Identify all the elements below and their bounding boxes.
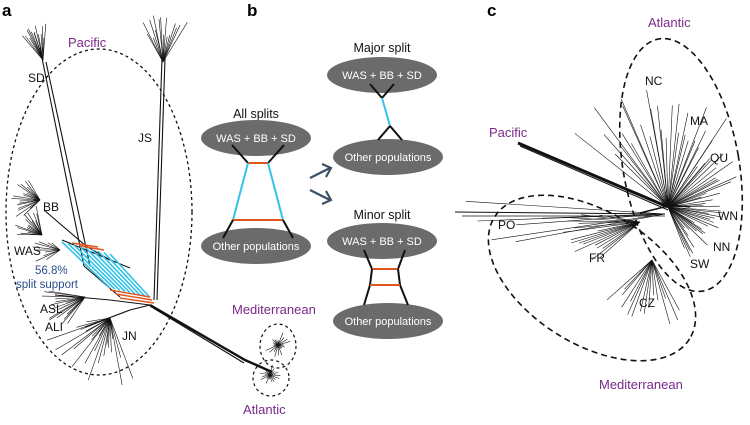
- highlighted-split-edges: [61, 241, 151, 299]
- panel-c: c Atlantic Pacific Mediterranean NC MA Q…: [454, 1, 744, 392]
- major-top-pill-label: WAS + BB + SD: [342, 70, 422, 82]
- minor-bottom-pill: [333, 303, 443, 339]
- major-bottom-pill-label: Other populations: [345, 152, 432, 164]
- all-bottom-pill: [201, 228, 311, 264]
- atlantic-ellipse-c: [618, 37, 744, 293]
- pacific-label-a: Pacific: [68, 35, 107, 50]
- sd-branch-fan: [22, 23, 47, 61]
- mediterranean-label-c: Mediterranean: [599, 377, 683, 392]
- mediterranean-ellipse-c: [487, 194, 697, 362]
- pacific-label-c: Pacific: [489, 125, 528, 140]
- split-support-caption: split support: [16, 279, 79, 291]
- pop-label-bb: BB: [43, 200, 59, 214]
- major-split-diagram: [369, 83, 403, 141]
- all-splits-diagram: [222, 144, 294, 239]
- minor-split-title: Minor split: [354, 208, 411, 222]
- major-top-pill: [327, 57, 437, 93]
- po-branch-fan: [465, 201, 666, 242]
- pop-label-sw: SW: [690, 257, 710, 271]
- mediterranean-ellipse: [259, 323, 297, 369]
- minor-top-pill: [327, 223, 437, 259]
- qu-branch-fan: [667, 153, 737, 208]
- all-right-major-edge: [267, 162, 284, 221]
- pop-label-ma: MA: [690, 114, 708, 128]
- pop-label-jn: JN: [122, 329, 137, 343]
- mediterranean-label-a: Mediterranean: [232, 302, 316, 317]
- all-top-pill-label: WAS + BB + SD: [216, 133, 296, 145]
- all-bottom-pill-label: Other populations: [213, 241, 300, 253]
- pop-label-qu: QU: [710, 151, 728, 165]
- pop-label-asl: ASL: [40, 302, 63, 316]
- split-support-value: 56.8%: [35, 265, 68, 277]
- sw-branch-fan: [667, 206, 708, 257]
- major-bottom-pill: [333, 139, 443, 175]
- major-split-title: Major split: [354, 41, 411, 55]
- cz-branch-fan: [606, 259, 680, 324]
- minor-top-pill-label: WAS + BB + SD: [342, 236, 422, 248]
- minor-split-diagram: [363, 249, 409, 306]
- was-branch-fan: [15, 205, 43, 236]
- pop-label-js: JS: [138, 131, 152, 145]
- ma-branch-fan: [660, 103, 727, 208]
- atlantic-ellipse-a: [252, 359, 290, 397]
- bb-branch-fan: [11, 180, 41, 217]
- panel-a-letter: a: [2, 1, 12, 20]
- asl-branch-fan: [42, 290, 86, 324]
- atlantic-label-a: Atlantic: [243, 402, 286, 417]
- pop-label-cz: CZ: [639, 296, 655, 310]
- pop-label-was: WAS: [14, 244, 41, 258]
- pop-label-nc: NC: [645, 74, 663, 88]
- nn-branch-fan: [667, 206, 719, 234]
- minor-split-edges: [71, 242, 155, 304]
- pop-label-wn: WN: [718, 209, 738, 223]
- pop-label-fr: FR: [589, 251, 605, 265]
- pacific-ellipse: [5, 48, 193, 376]
- long-branch-to-mediterranean: [149, 303, 273, 374]
- panel-b-letter: b: [247, 1, 257, 20]
- panel-b: b All splits WAS + BB + SD Other populat…: [201, 1, 443, 339]
- minor-bottom-pill-label: Other populations: [345, 316, 432, 328]
- panel-a: a: [2, 1, 316, 417]
- pop-label-ali: ALI: [45, 320, 63, 334]
- split-network-c: [454, 90, 737, 324]
- major-split-edge: [381, 97, 391, 127]
- atlantic-label-c: Atlantic: [648, 15, 691, 30]
- nc-branch-fan: [574, 90, 669, 208]
- js-branch-fan: [142, 15, 188, 63]
- all-splits-title: All splits: [233, 107, 279, 121]
- panel-c-letter: c: [487, 1, 496, 20]
- pop-label-sd: SD: [28, 71, 45, 85]
- pop-label-po: PO: [498, 218, 515, 232]
- pacific-long-branch: [517, 141, 669, 209]
- all-left-major-edge: [232, 162, 249, 221]
- branch-arrows: [309, 162, 333, 206]
- mediterranean-branch-fan: [265, 332, 291, 357]
- left-branch-fan: [32, 241, 61, 262]
- pop-label-nn: NN: [713, 240, 730, 254]
